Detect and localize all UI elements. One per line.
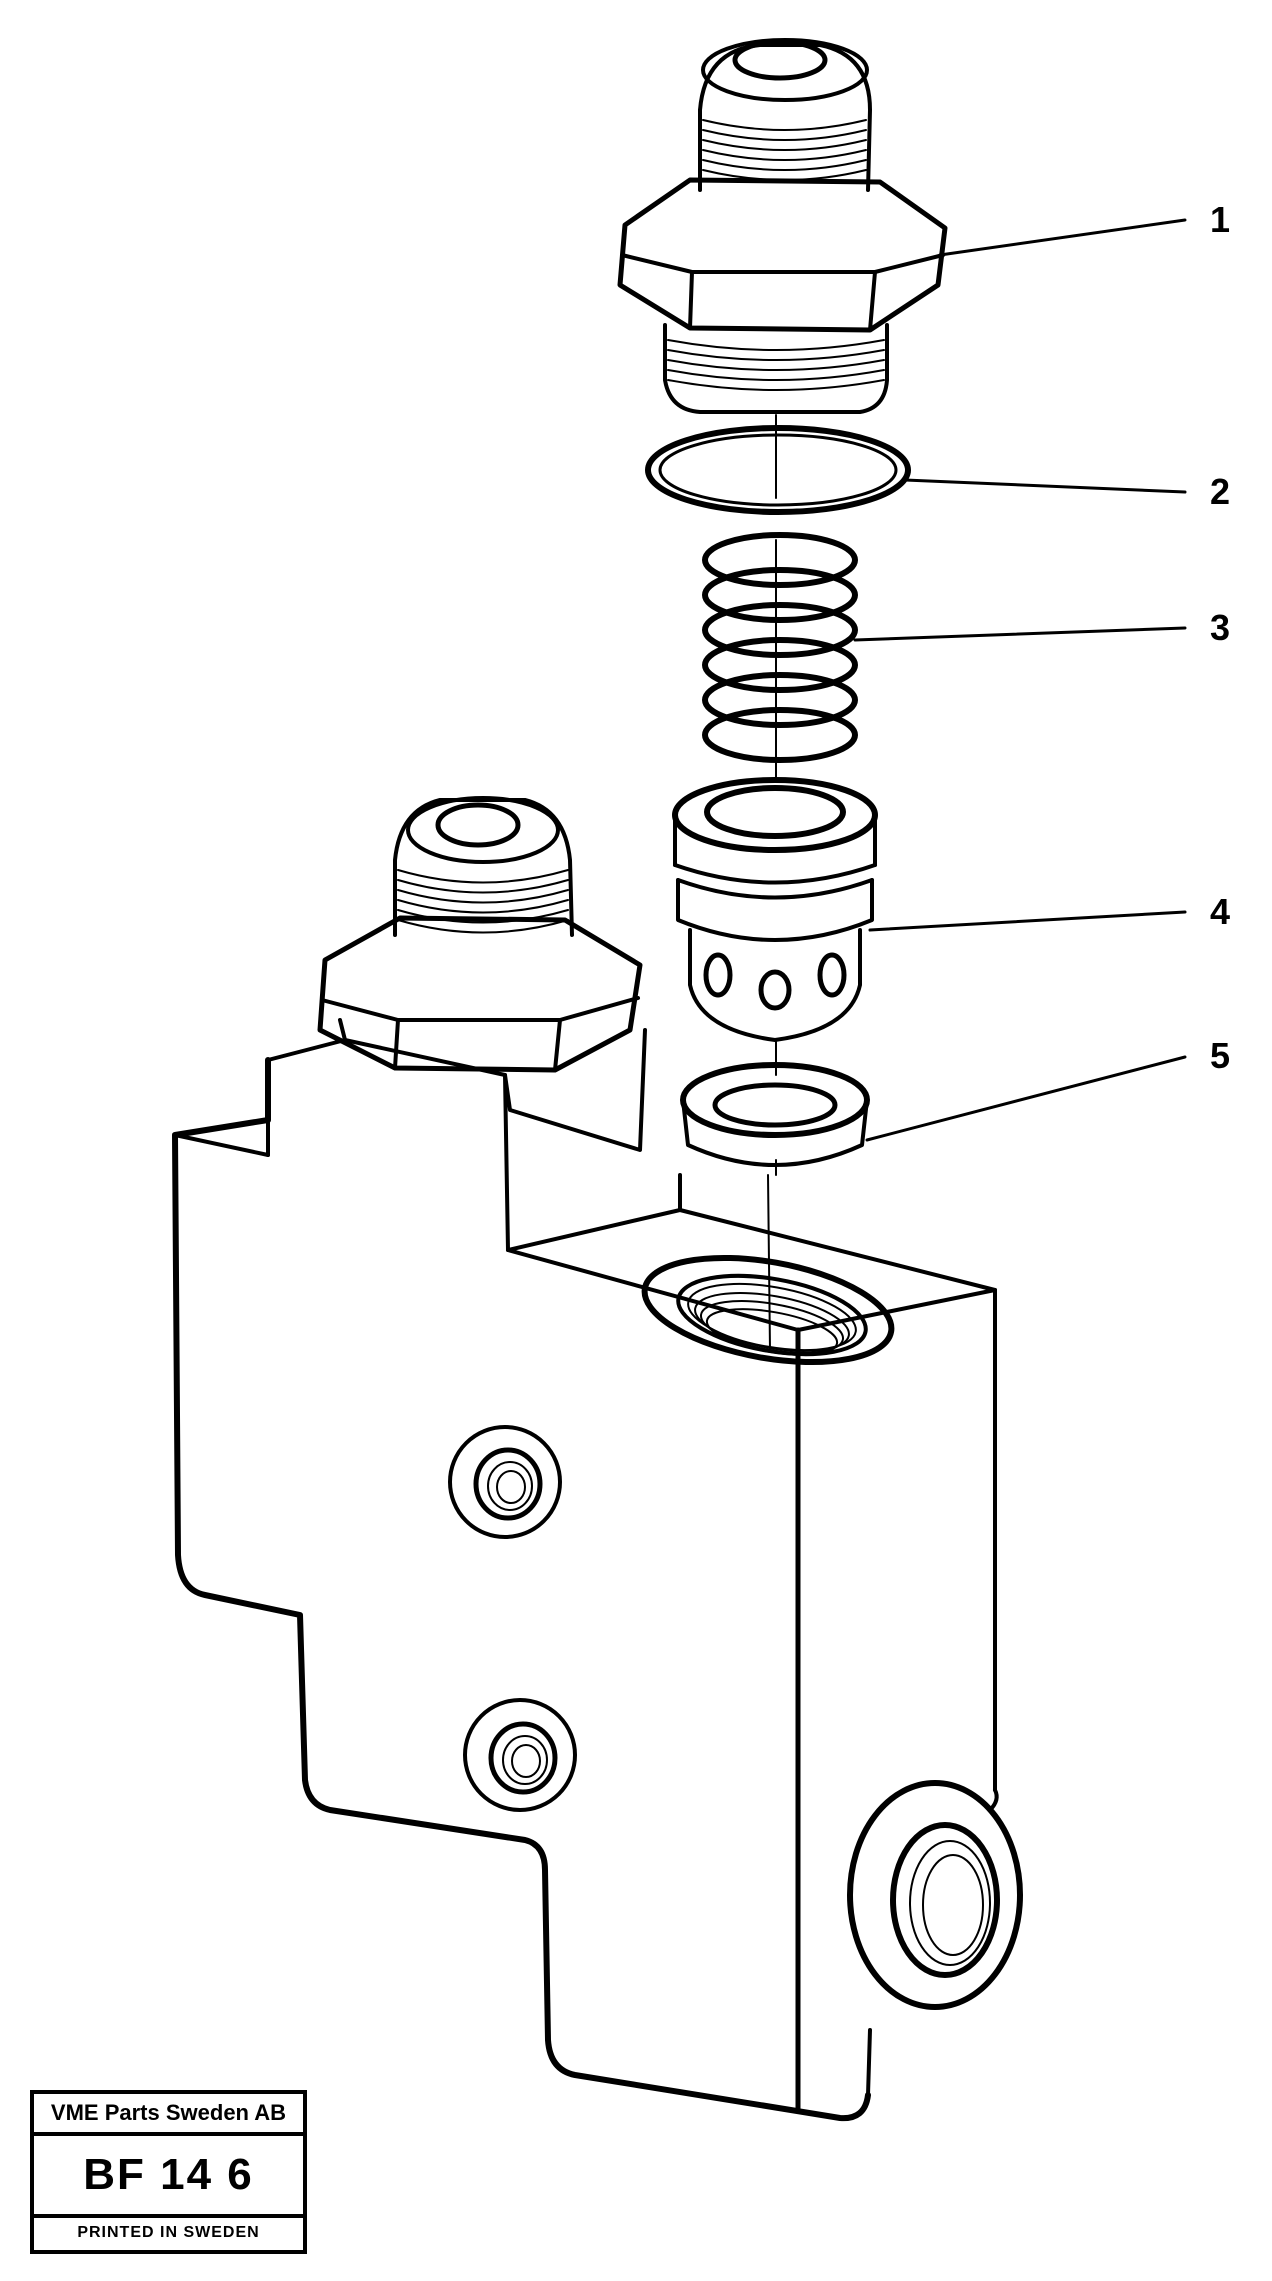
valve-body	[172, 1018, 1023, 2122]
callout-3: 3	[1210, 607, 1230, 648]
part-2-o-ring	[645, 425, 911, 515]
stamp-printed: PRINTED IN SWEDEN	[77, 2224, 260, 2241]
fixed-fitting	[317, 796, 643, 1073]
callout-1: 1	[1210, 199, 1230, 240]
part-5-valve-seat	[680, 1062, 870, 1167]
part-4-valve-poppet	[672, 777, 878, 1042]
side-port-right	[847, 1780, 1023, 2010]
leader-lines	[853, 218, 1187, 1142]
side-port-lower	[463, 1698, 577, 1812]
stamp-company: VME Parts Sweden AB	[34, 2094, 303, 2136]
stamp-code: BF 14 6	[34, 2136, 303, 2218]
part-3-spring	[702, 532, 858, 763]
publisher-stamp: VME Parts Sweden AB BF 14 6 PRINTED IN S…	[30, 2090, 307, 2254]
part-1-adapter-nipple	[617, 38, 948, 414]
callout-5: 5	[1210, 1035, 1230, 1076]
side-port-upper	[448, 1425, 562, 1539]
callout-4: 4	[1210, 891, 1230, 932]
callout-2: 2	[1210, 471, 1230, 512]
